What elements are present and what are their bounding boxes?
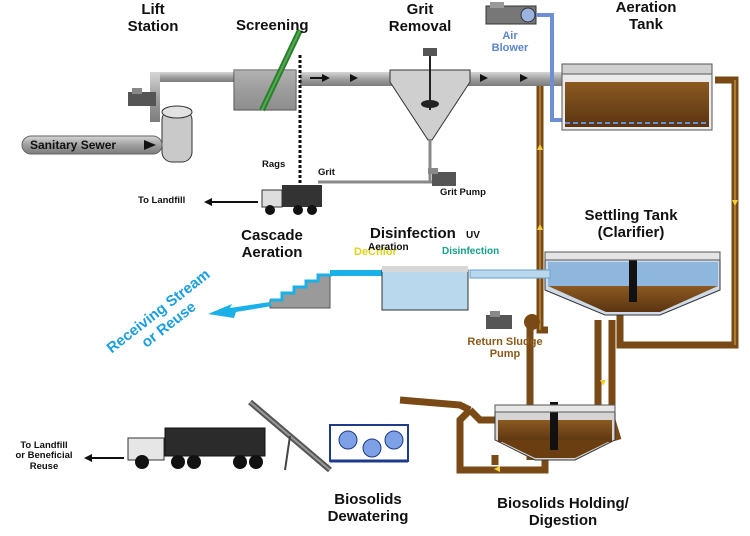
- aeration-tank-label: Aeration Tank: [615, 0, 677, 33]
- uv-disinfection-label: Disinfection: [442, 246, 500, 257]
- to-landfill-arrow: [204, 198, 258, 206]
- effluent-line: [330, 266, 551, 311]
- biosolids-dewatering-label: Biosolids Dewatering: [327, 491, 409, 525]
- uv-label: UV: [466, 230, 480, 241]
- cascade-aeration-label: Cascade Aeration: [241, 227, 303, 261]
- influent-pipe: [150, 72, 565, 122]
- to-landfill-reuse-label: To Landfill or Beneficial Reuse: [15, 440, 73, 472]
- grit-label: Grit: [318, 167, 335, 178]
- receiving-stream-arrow: [208, 302, 272, 318]
- to-landfill-label: To Landfill: [138, 195, 186, 206]
- disinfection-label: Disinfection: [370, 225, 456, 242]
- lift-station: [128, 88, 193, 163]
- dump-truck-icon: [261, 185, 322, 215]
- to-landfill-reuse-arrow: [84, 454, 124, 462]
- grit-removal-unit: [318, 48, 471, 184]
- sanitary-sewer-pipe: [21, 135, 163, 155]
- aeration-tank: [561, 63, 713, 131]
- flow-markers: [494, 144, 738, 472]
- cascade-aeration-steps: [269, 273, 332, 309]
- conveyor: [248, 399, 332, 473]
- air-blower-label: Air Blower: [491, 30, 529, 55]
- rags-label: Rags: [262, 159, 286, 170]
- grit-pump-icon: [428, 168, 456, 186]
- return-sludge-pump-label: Return Sludge Pump: [467, 336, 543, 361]
- biosolids-holding-label: Biosolids Holding/ Digestion: [497, 495, 629, 529]
- return-sludge-pump-icon: [486, 311, 540, 330]
- lift-pump-icon: [128, 92, 156, 106]
- lift-station-label: Lift Station: [127, 1, 179, 35]
- screening-unit: [233, 28, 303, 185]
- air-blower: [485, 2, 537, 25]
- screening-label: Screening: [236, 17, 309, 34]
- sludge-pipe-highlight: [539, 80, 736, 345]
- grit-pump-label: Grit Pump: [440, 187, 486, 198]
- biosolids-holding-tank: [494, 402, 616, 461]
- haul-truck-icon: [127, 427, 266, 469]
- settling-tank: [544, 251, 721, 316]
- dechlor-label: DeChlor: [354, 246, 397, 258]
- grit-removal-label: Grit Removal: [388, 1, 452, 35]
- settling-tank-label: Settling Tank (Clarifier): [584, 207, 678, 241]
- belt-press: [329, 424, 409, 463]
- sanitary-sewer-label: Sanitary Sewer: [30, 138, 117, 152]
- aeration-small-label: Aeration: [368, 242, 409, 253]
